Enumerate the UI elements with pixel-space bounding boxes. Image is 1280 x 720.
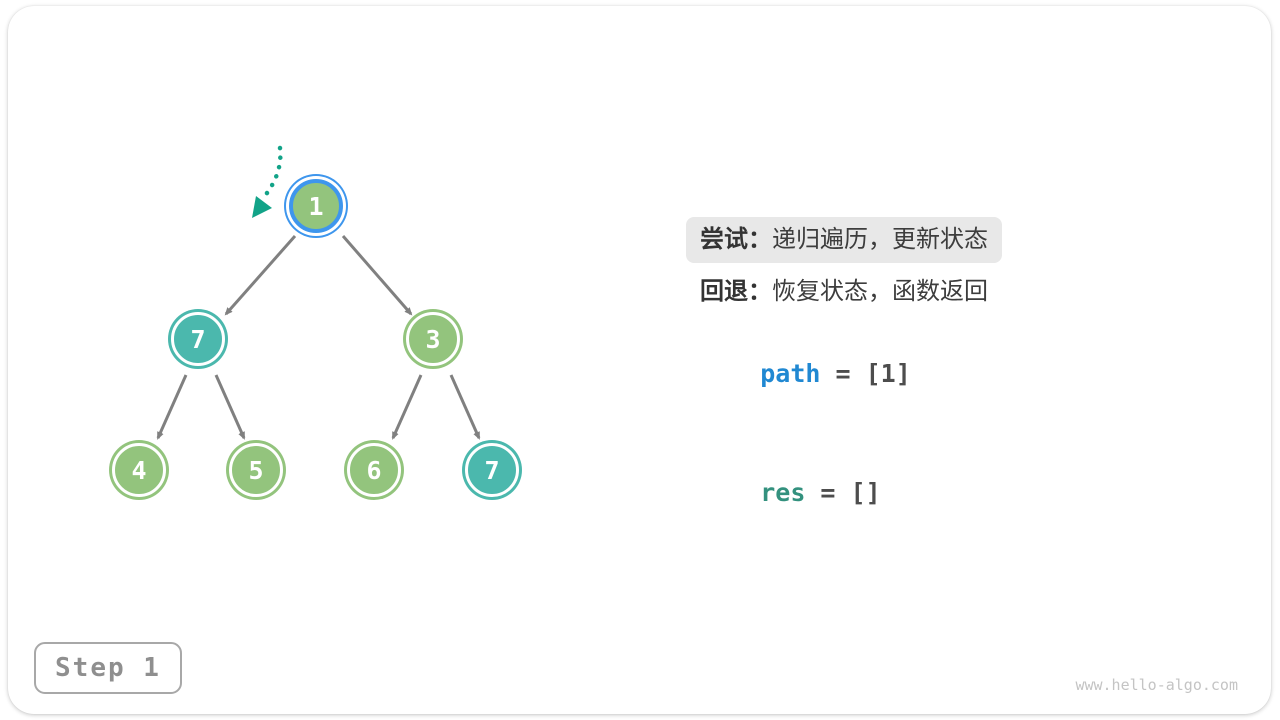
watermark-text: www.hello-algo.com bbox=[1075, 676, 1238, 694]
node-value: 4 bbox=[131, 455, 147, 485]
backtrack-text: 恢复状态，函数返回 bbox=[772, 278, 988, 305]
edge-7-4 bbox=[156, 374, 188, 440]
tree-node-leaf-4: 4 bbox=[112, 443, 166, 497]
path-variable-name: path bbox=[760, 359, 821, 388]
backtrack-label: 回退： bbox=[700, 278, 772, 305]
node-value: 3 bbox=[425, 324, 441, 354]
edge-7-5 bbox=[214, 374, 246, 440]
tree-node-leaf-7: 7 bbox=[465, 443, 519, 497]
node-value: 7 bbox=[484, 455, 500, 485]
edge-3-7 bbox=[449, 374, 481, 440]
try-label: 尝试： bbox=[700, 226, 772, 253]
step-label: Step 1 bbox=[55, 653, 161, 683]
edge-1-3 bbox=[341, 235, 413, 316]
current-node-pointer-icon bbox=[252, 145, 283, 218]
try-annotation: 尝试：递归遍历，更新状态 bbox=[686, 217, 1002, 263]
node-value: 6 bbox=[366, 455, 382, 485]
tree-node-left-7: 7 bbox=[171, 312, 225, 366]
tree-edges bbox=[156, 235, 481, 440]
tree-node-leaf-6: 6 bbox=[347, 443, 401, 497]
res-variable-name: res bbox=[760, 478, 806, 507]
edge-1-7 bbox=[224, 235, 297, 316]
path-variable-line: path = [1] bbox=[700, 330, 911, 417]
tree-node-right-3: 3 bbox=[406, 312, 460, 366]
watermark: www.hello-algo.com bbox=[1075, 676, 1238, 694]
res-variable-line: res = [] bbox=[700, 449, 881, 536]
res-variable-value: = [] bbox=[805, 478, 881, 507]
step-badge: Step 1 bbox=[34, 642, 182, 694]
tree-node-leaf-5: 5 bbox=[229, 443, 283, 497]
node-value: 5 bbox=[248, 455, 264, 485]
try-text: 递归遍历，更新状态 bbox=[772, 226, 988, 253]
node-value: 1 bbox=[308, 191, 324, 221]
node-value: 7 bbox=[190, 324, 206, 354]
tree-node-root-1: 1 bbox=[289, 179, 343, 233]
canvas-card bbox=[8, 6, 1271, 714]
path-variable-value: = [1] bbox=[820, 359, 911, 388]
edge-3-6 bbox=[391, 374, 423, 440]
backtrack-annotation: 回退：恢复状态，函数返回 bbox=[700, 277, 988, 307]
